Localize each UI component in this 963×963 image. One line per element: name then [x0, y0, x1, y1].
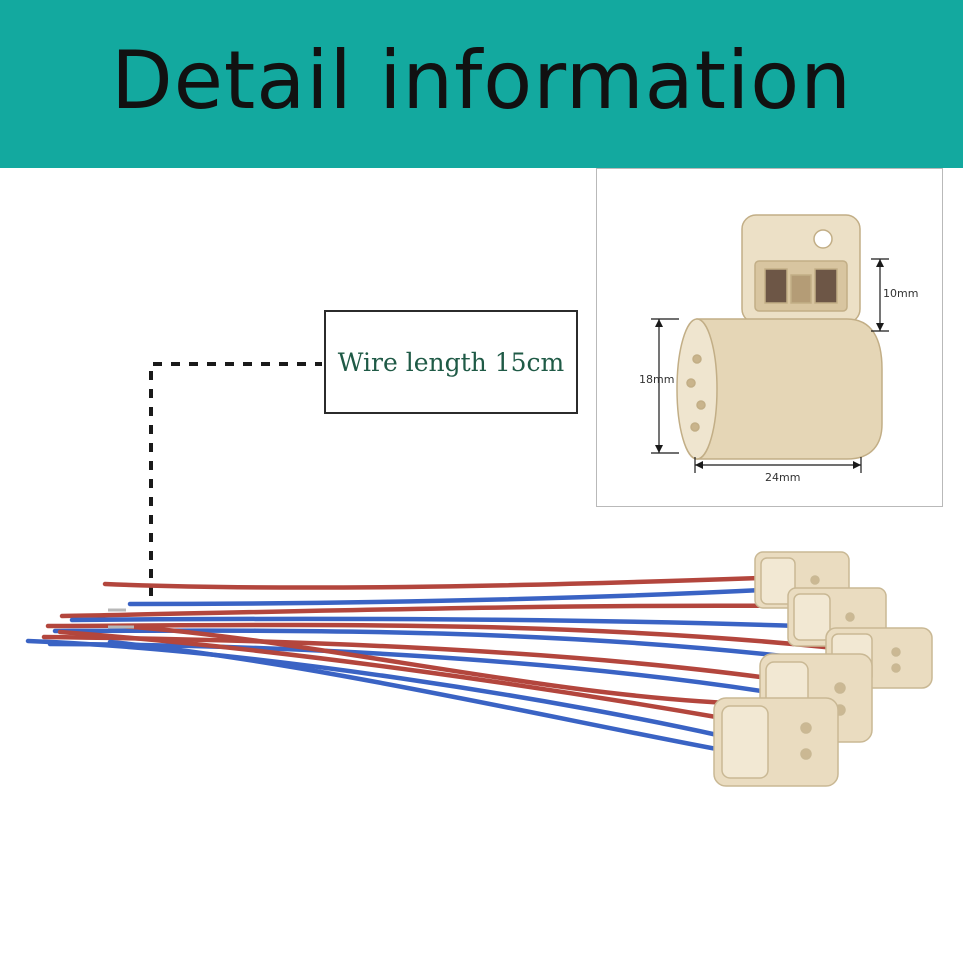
blue-wire: [69, 616, 801, 629]
dimension-label-body-width: 24mm: [765, 471, 801, 484]
red-wire: [45, 622, 838, 651]
lamp-socket: [754, 551, 850, 609]
page-title: Detail information: [111, 33, 852, 127]
dimension-arrowheads: [655, 259, 884, 469]
dimension-label-top-height: 10mm: [883, 287, 919, 300]
lamp-socket: [713, 697, 839, 787]
blue-wire: [127, 587, 765, 607]
dimension-lines: [651, 258, 889, 473]
wire-bundle: [25, 575, 838, 753]
red-wire: [59, 603, 798, 619]
socket-body-view: [676, 318, 883, 460]
socket-dimension-drawing: [651, 214, 889, 473]
callout-leader-line: [149, 362, 322, 596]
blue-wire: [25, 638, 725, 739]
socket-group: [713, 551, 933, 787]
header-banner: Detail information: [0, 0, 963, 168]
red-wire: [117, 623, 763, 707]
wire-length-callout: Wire length 15cm: [324, 310, 578, 414]
dimension-inset: 10mm 18mm 24mm: [596, 168, 943, 507]
blue-wire: [107, 639, 725, 753]
red-wire: [102, 575, 763, 590]
wire-length-label: Wire length 15cm: [337, 347, 565, 377]
dimension-label-body-height: 18mm: [639, 373, 675, 386]
socket-top-view: [741, 214, 861, 324]
stripped-wire-ends: [108, 608, 134, 629]
red-wire: [57, 629, 725, 721]
